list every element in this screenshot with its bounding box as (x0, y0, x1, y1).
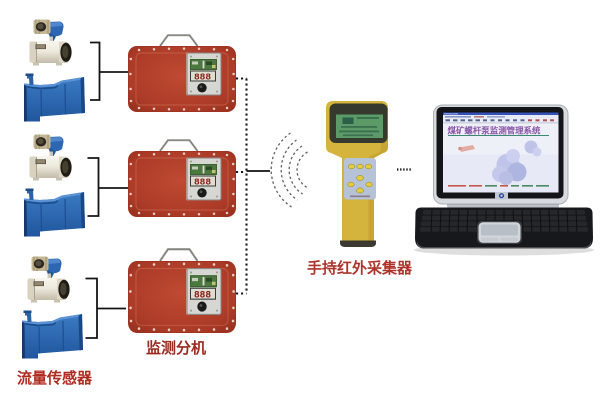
svg-text:监测分机: 监测分机 (146, 339, 206, 357)
svg-text:流量传感器: 流量传感器 (17, 369, 93, 387)
svg-text:煤矿螺杆泵监测管理系统: 煤矿螺杆泵监测管理系统 (448, 126, 541, 136)
svg-text:手持红外采集器: 手持红外采集器 (307, 259, 413, 277)
